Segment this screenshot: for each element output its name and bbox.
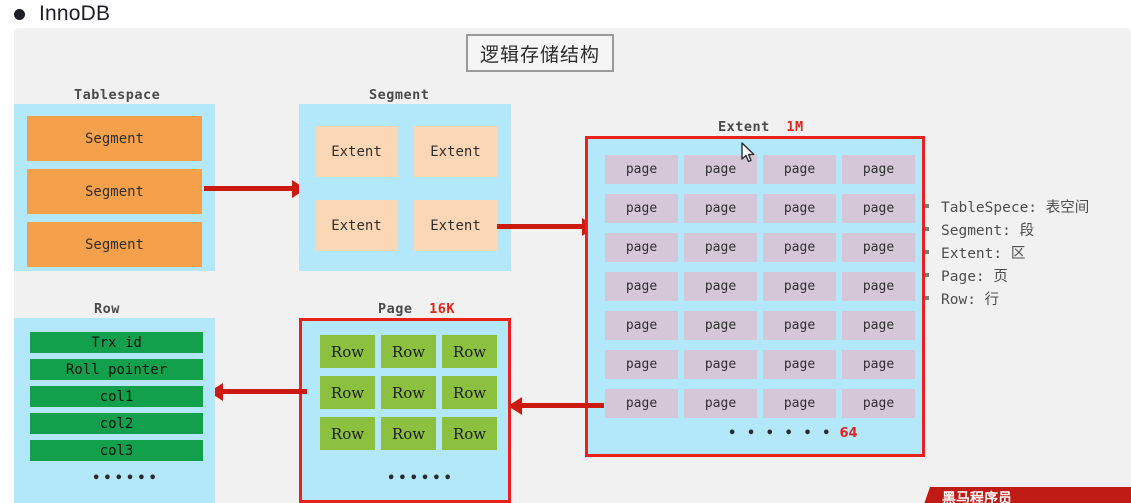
legend-item-label: Page: 页 — [941, 269, 1008, 285]
row-box: Row — [381, 417, 436, 450]
row-field: col2 — [30, 413, 203, 434]
page-caption-main: Page — [378, 301, 413, 317]
row-box: Row — [381, 335, 436, 368]
row-box: Row — [320, 376, 375, 409]
legend-item: Row: 行 — [925, 288, 1131, 311]
extent-box: Extent — [315, 200, 398, 251]
page-box: page — [763, 233, 836, 262]
bottom-banner: 黑马程序员 — [916, 487, 1131, 503]
page-footer-dots: •••••• — [387, 471, 455, 486]
page-box: page — [763, 272, 836, 301]
page-box: page — [684, 155, 757, 184]
legend-item-label: Extent: 区 — [941, 246, 1026, 262]
legend-bullet-icon — [925, 204, 929, 208]
arrow-page-to-row-shaft — [215, 389, 307, 394]
extent-box: Extent — [315, 126, 398, 177]
row-field: col3 — [30, 440, 203, 461]
legend-item-label: Row: 行 — [941, 292, 1000, 308]
extent-caption: Extent 1M — [718, 119, 804, 135]
bottom-banner-ribbon — [916, 487, 1131, 503]
legend: TableSpece: 表空间 Segment: 段 Extent: 区 Pag… — [925, 196, 1131, 311]
page-box: page — [684, 389, 757, 418]
page-box: page — [605, 311, 678, 340]
page-caption-accent: 16K — [429, 301, 456, 317]
legend-bullet-icon — [925, 227, 929, 231]
legend-item-label: Segment: 段 — [941, 223, 1035, 239]
legend-bullet-icon — [925, 250, 929, 254]
legend-item: Extent: 区 — [925, 242, 1131, 265]
page-box: page — [763, 311, 836, 340]
page-box: page — [842, 350, 915, 379]
bullet-dot-icon — [14, 8, 25, 20]
tablespace-caption: Tablespace — [74, 87, 161, 103]
page-box: page — [684, 350, 757, 379]
extent-container: page page page page page page page page … — [585, 136, 925, 457]
page-box: page — [684, 194, 757, 223]
segment-box: Segment — [27, 116, 202, 161]
segment-container: Extent Extent Extent Extent — [299, 104, 511, 271]
legend-bullet-icon — [925, 273, 929, 277]
page-caption: Page 16K — [378, 301, 455, 317]
diagram-title: 逻辑存储结构 — [466, 34, 614, 72]
page-box: page — [684, 272, 757, 301]
page-box: page — [763, 194, 836, 223]
row-box: Row — [442, 417, 497, 450]
segment-box: Segment — [27, 222, 202, 267]
page-title: InnoDB — [39, 2, 111, 25]
diagram-panel: 逻辑存储结构 Tablespace Segment Segment Segmen… — [14, 28, 1131, 503]
page-box: page — [842, 389, 915, 418]
page-box: page — [842, 272, 915, 301]
extent-caption-main: Extent — [718, 119, 770, 135]
page-box: page — [605, 350, 678, 379]
row-box: Row — [320, 417, 375, 450]
arrow-tablespace-to-segment-shaft — [204, 186, 294, 191]
page-box: page — [842, 194, 915, 223]
arrow-extent-to-page-head — [508, 397, 522, 415]
page-box: page — [842, 155, 915, 184]
legend-item: Segment: 段 — [925, 219, 1131, 242]
row-field: Trx id — [30, 332, 203, 353]
page-box: page — [842, 233, 915, 262]
row-box: Row — [442, 335, 497, 368]
extent-box: Extent — [414, 200, 497, 251]
row-field: col1 — [30, 386, 203, 407]
page-box: page — [763, 350, 836, 379]
extent-page-count: 64 — [839, 426, 858, 441]
row-caption: Row — [94, 301, 120, 317]
arrow-extent-to-page-shaft — [514, 403, 604, 408]
page-box: page — [842, 311, 915, 340]
page-box: page — [605, 233, 678, 262]
page-box: page — [605, 389, 678, 418]
bottom-banner-text: 黑马程序员 — [942, 491, 1012, 503]
row-field: Roll pointer — [30, 359, 203, 380]
page-header: InnoDB — [0, 0, 1131, 28]
extent-footer-dots: • • • • • • 64 — [728, 426, 858, 441]
page-box: page — [684, 311, 757, 340]
page-box: page — [605, 194, 678, 223]
page-box: page — [684, 233, 757, 262]
page-container: Row Row Row Row Row Row Row Row Row ••••… — [299, 318, 511, 503]
row-container: Trx id Roll pointer col1 col2 col3 •••••… — [14, 318, 215, 503]
segment-caption: Segment — [369, 87, 430, 103]
row-box: Row — [320, 335, 375, 368]
page-box: page — [605, 155, 678, 184]
legend-item: TableSpece: 表空间 — [925, 196, 1131, 219]
tablespace-container: Segment Segment Segment — [14, 104, 215, 271]
extent-caption-accent: 1M — [786, 119, 804, 135]
page-box: page — [605, 272, 678, 301]
extent-box: Extent — [414, 126, 497, 177]
page-box: page — [763, 155, 836, 184]
legend-bullet-icon — [925, 296, 929, 300]
segment-box: Segment — [27, 169, 202, 214]
legend-item: Page: 页 — [925, 265, 1131, 288]
row-footer-dots: •••••• — [92, 471, 160, 486]
extent-dots: • • • • • • — [728, 426, 834, 441]
legend-item-label: TableSpece: 表空间 — [941, 200, 1090, 216]
arrow-segment-to-extent-shaft — [497, 224, 585, 229]
page-box: page — [763, 389, 836, 418]
row-box: Row — [381, 376, 436, 409]
row-box: Row — [442, 376, 497, 409]
